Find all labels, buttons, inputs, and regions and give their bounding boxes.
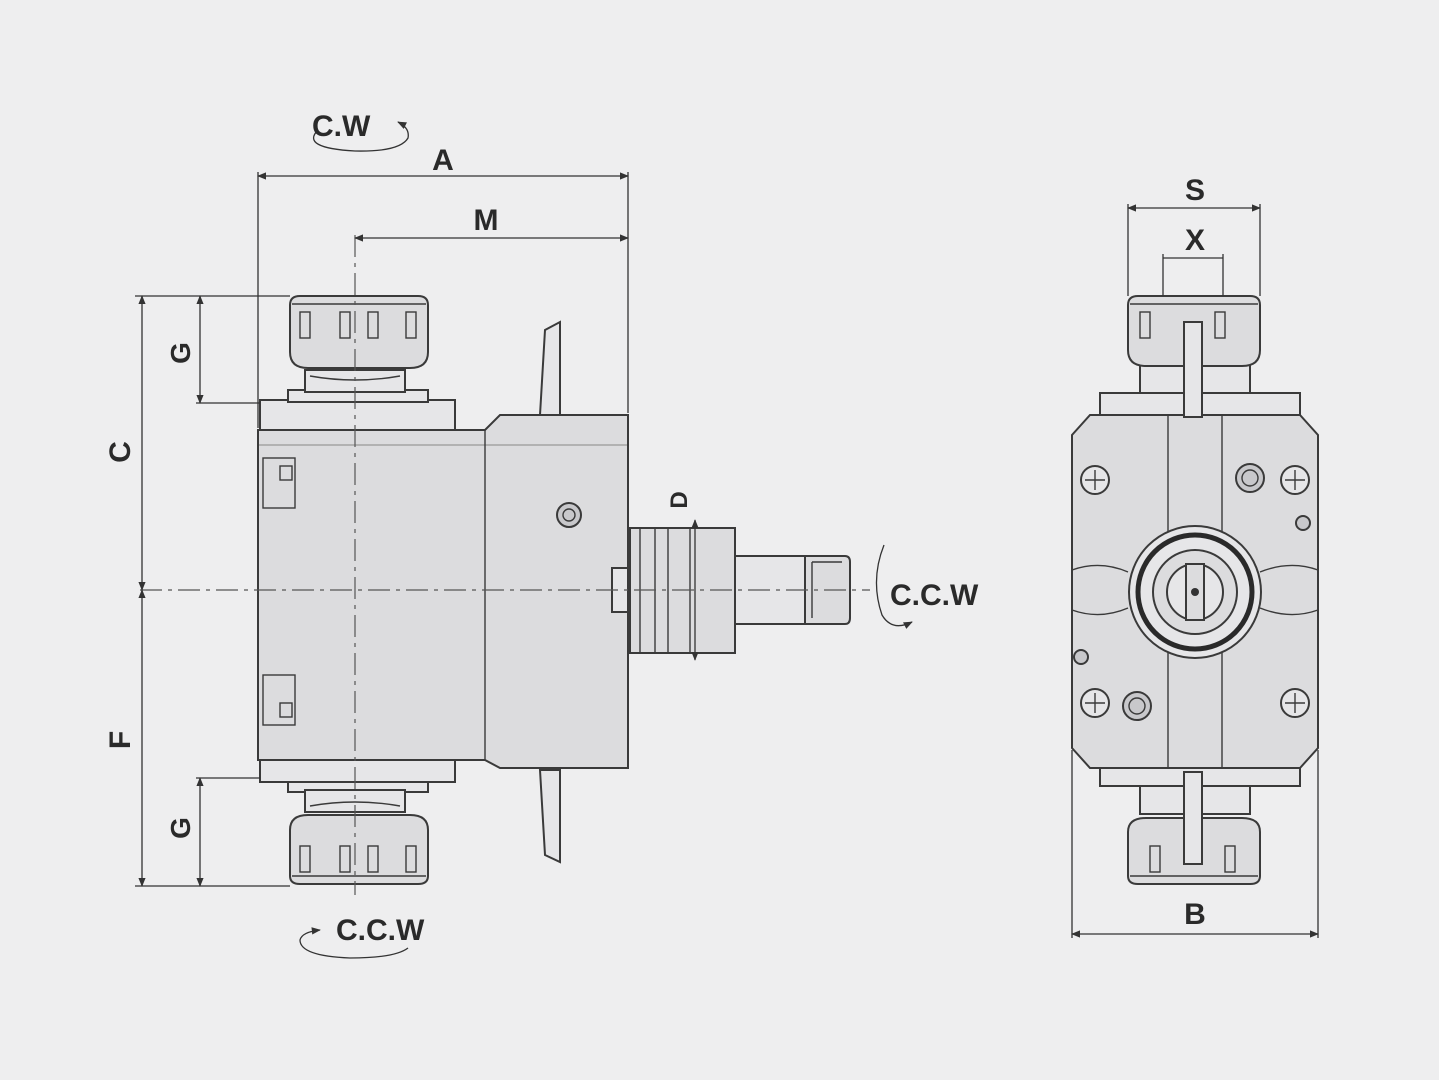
rotation-label-top: C.W <box>312 110 371 143</box>
top-fin <box>538 320 561 416</box>
dim-label-C: C <box>104 441 137 463</box>
dim-label-D: D <box>666 491 693 508</box>
dim-label-G-bottom: G <box>165 817 196 839</box>
dim-label-S: S <box>1185 174 1205 207</box>
rotation-label-shank: C.C.W <box>890 579 979 612</box>
rotation-indicator-shank: C.C.W <box>875 544 979 629</box>
housing-screw <box>556 502 582 528</box>
dim-label-F: F <box>104 731 137 749</box>
main-housing <box>257 414 629 769</box>
dim-label-G-top: G <box>165 342 196 364</box>
dim-label-X: X <box>1185 224 1205 257</box>
top-flange <box>259 399 456 431</box>
dim-label-B: B <box>1184 898 1206 931</box>
rotation-indicator-top: C.W <box>312 110 409 152</box>
mounting-holes <box>1073 463 1311 721</box>
dim-label-M: M <box>474 204 499 237</box>
bottom-collet-nut <box>289 789 429 885</box>
rotation-indicator-bottom: C.C.W <box>299 914 425 959</box>
bottom-flange <box>259 759 456 783</box>
dim-label-A: A <box>432 144 454 177</box>
bottom-fin <box>538 769 561 864</box>
front-view: S X B <box>1071 174 1319 938</box>
rotation-label-bottom: C.C.W <box>336 914 425 947</box>
side-view: A M C F G G D C.W C.C.W <box>104 110 979 959</box>
top-collet-nut <box>289 295 429 393</box>
